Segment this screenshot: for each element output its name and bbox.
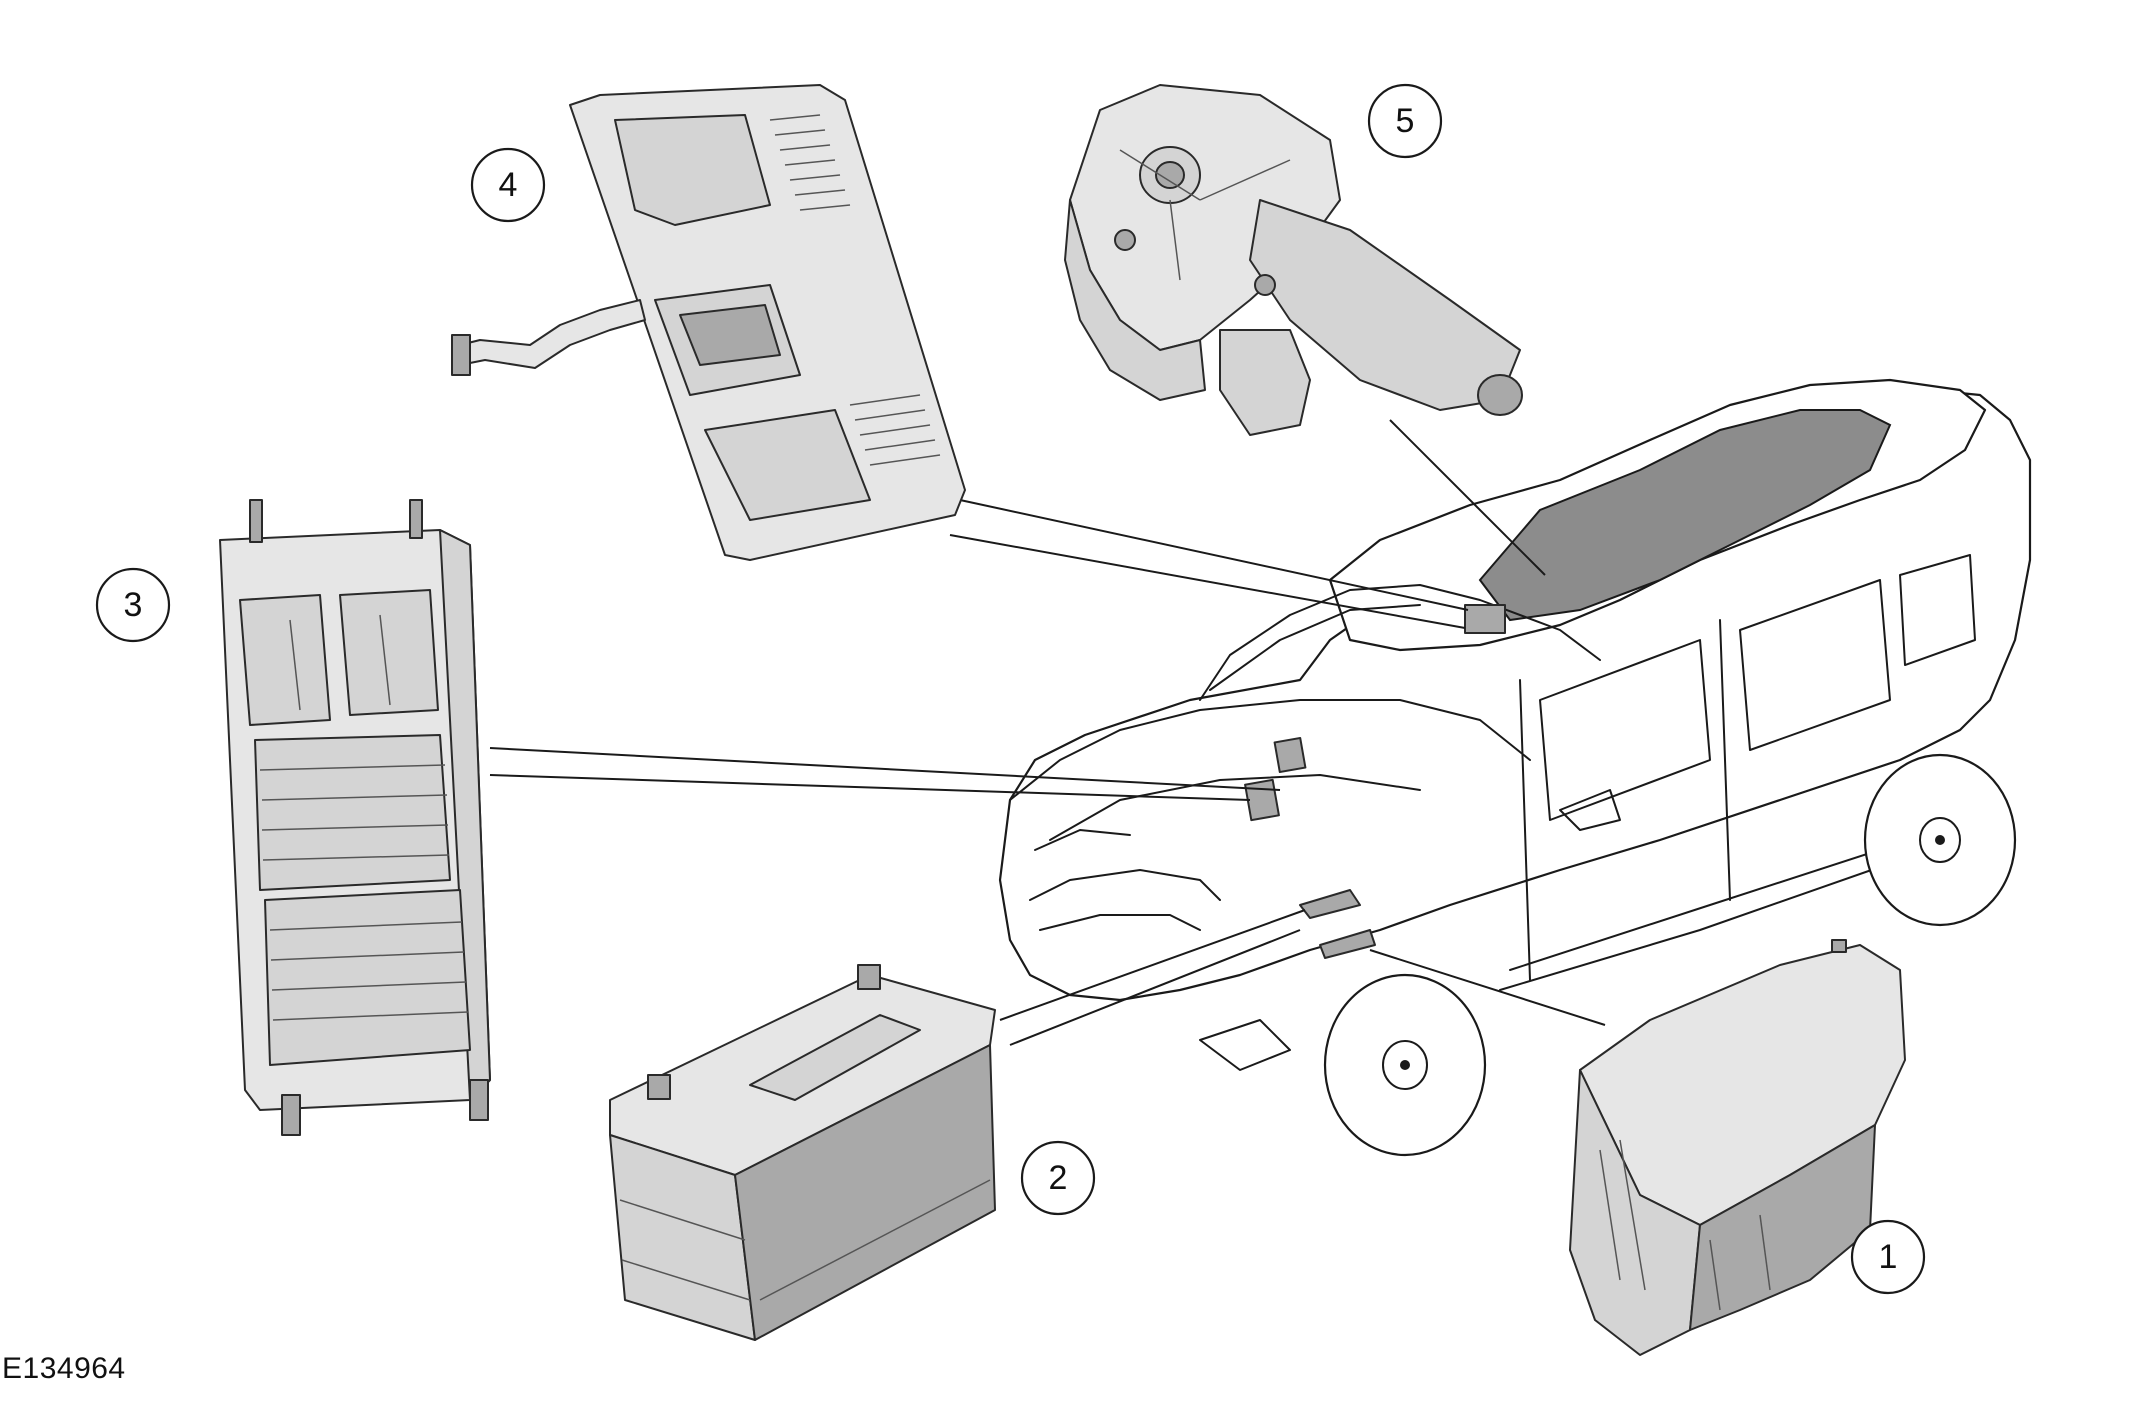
rear-wheel [1863,753,2017,927]
front-wheel [1323,973,1487,1157]
marker-cjb-upper [1273,736,1307,774]
marker-ejb [1319,929,1376,959]
central-junction-box [219,499,491,1136]
callout-1: 1 [1850,1219,1926,1295]
callout-label-3: 3 [124,586,143,624]
callout-label-4: 4 [499,166,518,204]
vehicle-illustration [998,378,2032,1157]
roof-console-module [451,84,966,561]
callout-3: 3 [95,567,171,643]
callout-2: 2 [1020,1140,1096,1216]
leader-line-2b [1009,929,1301,1046]
marker-battery [1299,889,1361,919]
battery [609,964,996,1341]
figure-reference-code: E134964 [2,1352,126,1385]
callout-5: 5 [1367,83,1443,159]
leader-line-3a [489,747,1281,791]
leader-lines [489,419,1606,1046]
callout-label-1: 1 [1879,1238,1898,1276]
marker-roof-console [1464,604,1506,634]
sunroof-motor [1064,84,1523,436]
engine-junction-box [1569,939,1906,1356]
leader-line-2a [999,909,1306,1021]
sunroof-glass [1478,409,1892,622]
leader-line-4a [959,499,1469,611]
leader-line-3b [489,774,1251,801]
leader-line-5 [1389,419,1546,576]
callout-4: 4 [470,147,546,223]
leader-line-4b [949,534,1466,629]
callout-label-2: 2 [1049,1159,1068,1197]
leader-line-1 [1369,949,1606,1026]
callout-label-5: 5 [1396,102,1415,140]
marker-cjb-lower [1244,778,1280,822]
